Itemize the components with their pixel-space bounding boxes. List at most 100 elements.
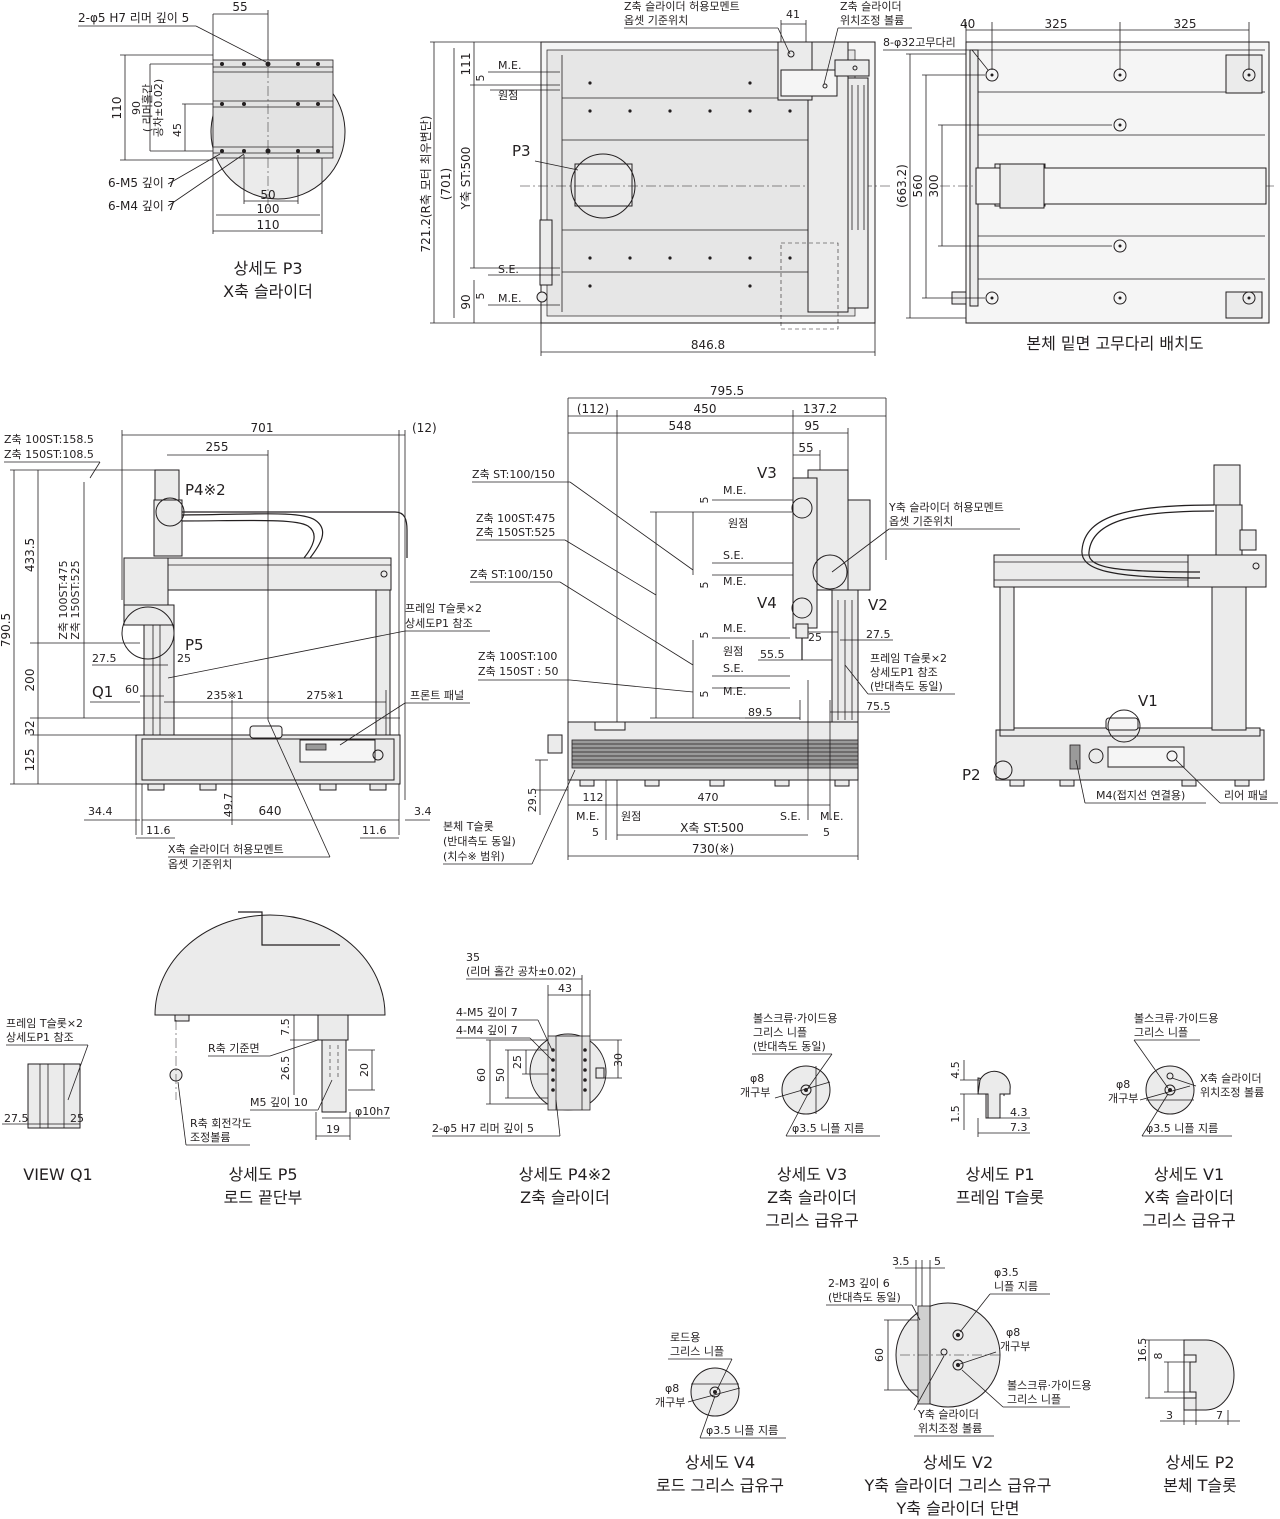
- top-view: P3 721.2(R축 모터 최우변단) (701) Y축 ST:500 111…: [419, 0, 912, 356]
- side-dim-555: 55.5: [760, 648, 785, 661]
- p5-m5: M5 깊이 10: [250, 1096, 308, 1109]
- side-z150: Z축 150ST:525: [476, 526, 555, 539]
- p5-subtitle: 로드 끝단부: [224, 1188, 303, 1207]
- bottom-title: 본체 밑면 고무다리 배치도: [1026, 334, 1203, 353]
- p3-title: 상세도 P3: [233, 259, 302, 278]
- front-dim-200: 200: [23, 669, 37, 692]
- side-view: V3 V4 V2 795.5 (112) 450 137.2 548 95 55…: [443, 384, 1020, 865]
- side-dim-55: 55: [798, 441, 813, 455]
- rear-v1-circle: [1107, 709, 1141, 743]
- p4-m4: 4-M4 깊이 7: [456, 1024, 518, 1037]
- v4-open: 개구부: [655, 1396, 685, 1409]
- front-dim-25: 25: [177, 652, 191, 665]
- v4-subtitle: 로드 그리스 급유구: [656, 1476, 784, 1495]
- p4-dim-50: 50: [494, 1068, 507, 1082]
- view-q1: 프레임 T슬롯×2 상세도P1 참조 27.5 25 VIEW Q1: [2, 1017, 93, 1184]
- v1-adj1: X축 슬라이더: [1200, 1072, 1262, 1085]
- front-q1: Q1: [92, 683, 113, 701]
- p2-title: 상세도 P2: [1165, 1453, 1234, 1472]
- side-zst1: Z축 ST:100/150: [472, 468, 555, 481]
- front-dim-701: 701: [251, 421, 274, 435]
- side-v4-circle: [791, 597, 813, 619]
- v1-nipple: φ3.5 니플 지름: [1146, 1122, 1218, 1135]
- p3-dim-110v: 110: [110, 97, 124, 120]
- side-d5a: 5: [698, 497, 711, 504]
- front-dim-34: 3.4: [414, 805, 432, 818]
- p2-dim-3: 3: [1166, 1409, 1173, 1422]
- top-origin: 원점: [498, 89, 518, 102]
- detail-v2: 3.5 5 2-M3 깊이 6 (반대측도 동일) φ3.5 니플 지름 φ8 …: [826, 1255, 1091, 1518]
- detail-p2: 16.5 8 3 7 상세도 P2 본체 T슬롯: [1136, 1338, 1240, 1495]
- side-me4: M.E.: [723, 685, 746, 698]
- bottom-dim-325a: 325: [1045, 17, 1068, 31]
- q1-title: VIEW Q1: [23, 1165, 92, 1184]
- side-z100b: Z축 100ST:100: [478, 650, 557, 663]
- p3-dim-50: 50: [260, 188, 275, 202]
- p2-dim-7: 7: [1216, 1409, 1223, 1422]
- bottom-dim-40: 40: [960, 17, 975, 31]
- side-base-slot: 본체 T슬롯: [443, 820, 494, 833]
- rear-v1: V1: [1138, 692, 1158, 710]
- p4-dim-35: 35: [466, 951, 480, 964]
- p3-dim-90: 90: [130, 101, 143, 115]
- v3-subtitle: Z축 슬라이더: [767, 1188, 857, 1207]
- side-me3: M.E.: [723, 622, 746, 635]
- rear-p2: P2: [962, 766, 981, 784]
- front-dim-255: 255: [206, 440, 229, 454]
- front-dim-125: 125: [23, 749, 37, 772]
- p1-title: 상세도 P1: [965, 1165, 1034, 1184]
- front-dim-344: 34.4: [88, 805, 113, 818]
- v2-phi8: φ8: [1006, 1326, 1020, 1339]
- v3-note3: (반대측도 동일): [753, 1039, 826, 1053]
- top-dim-111: 111: [459, 53, 473, 76]
- p3-tol: 공차±0.02): [152, 79, 165, 137]
- v4-note2: 그리스 니플: [670, 1345, 724, 1358]
- front-frame-slot: 프레임 T슬롯×2: [405, 602, 482, 615]
- side-origin: 원점: [728, 517, 748, 530]
- p5-title: 상세도 P5: [228, 1165, 297, 1184]
- p5-r-adj2: 조정볼륨: [190, 1131, 230, 1144]
- detail-v3: 볼스크류·가이드용 그리스 니플 (반대측도 동일) φ8 개구부 φ3.5 니…: [740, 1012, 880, 1230]
- side-dim-548: 548: [669, 419, 692, 433]
- front-dim-275: 27.5: [92, 652, 117, 665]
- front-dim-12: (12): [412, 421, 437, 435]
- p4-dim-60: 60: [475, 1068, 488, 1082]
- side-frame-slot3: (반대측도 동일): [870, 679, 943, 693]
- side-me-c: M.E.: [820, 810, 843, 823]
- side-dim-755: 75.5: [866, 700, 891, 713]
- top-dim-41: 41: [786, 8, 800, 21]
- front-dim-235: 235※1: [206, 689, 243, 702]
- front-x-moment2: 옵셋 기준위치: [168, 858, 232, 871]
- p4-tol: (리머 홀간 공차±0.02): [466, 965, 576, 978]
- bottom-dim-300: 300: [927, 175, 941, 198]
- front-dim-4335: 433.5: [23, 538, 37, 572]
- p1-dim-73: 7.3: [1010, 1121, 1028, 1134]
- v1-subtitle: X축 슬라이더: [1144, 1188, 1234, 1207]
- v3-phi8: φ8: [750, 1072, 764, 1085]
- p3-dim-100: 100: [257, 202, 280, 216]
- top-p3-label: P3: [512, 142, 531, 160]
- p5-dim-19: 19: [326, 1123, 340, 1136]
- front-dim-116a: 11.6: [146, 824, 171, 837]
- v2-subtitle: Y축 슬라이더 그리스 급유구: [864, 1476, 1052, 1495]
- side-y-moment: Y축 슬라이더 허용모멘트: [888, 501, 1004, 514]
- side-v3: V3: [757, 464, 777, 482]
- side-dim-112: 112: [583, 791, 604, 804]
- front-x-moment: X축 슬라이더 허용모멘트: [168, 843, 284, 856]
- side-se: S.E.: [723, 549, 744, 562]
- side-d5b: 5: [698, 582, 711, 589]
- v3-title: 상세도 V3: [777, 1165, 847, 1184]
- detail-p3: 55 2-φ5 H7 리머 깊이 5 110 90 ( 리머홀간 공차±0.02…: [78, 0, 346, 301]
- front-panel: 프론트 패널: [410, 689, 464, 702]
- q1-note: 프레임 T슬롯×2: [6, 1017, 83, 1030]
- v4-note1: 로드용: [670, 1331, 700, 1344]
- p5-r-adj: R축 회전각도: [190, 1117, 252, 1130]
- top-p3-circle: [570, 153, 636, 219]
- front-p4: P4※2: [185, 481, 226, 499]
- v2-dim-60: 60: [873, 1348, 886, 1362]
- p5-r-ref: R축 기준면: [208, 1042, 260, 1055]
- p4-dim-30: 30: [612, 1053, 625, 1067]
- v1-phi8: φ8: [1116, 1078, 1130, 1091]
- side-me2: M.E.: [723, 575, 746, 588]
